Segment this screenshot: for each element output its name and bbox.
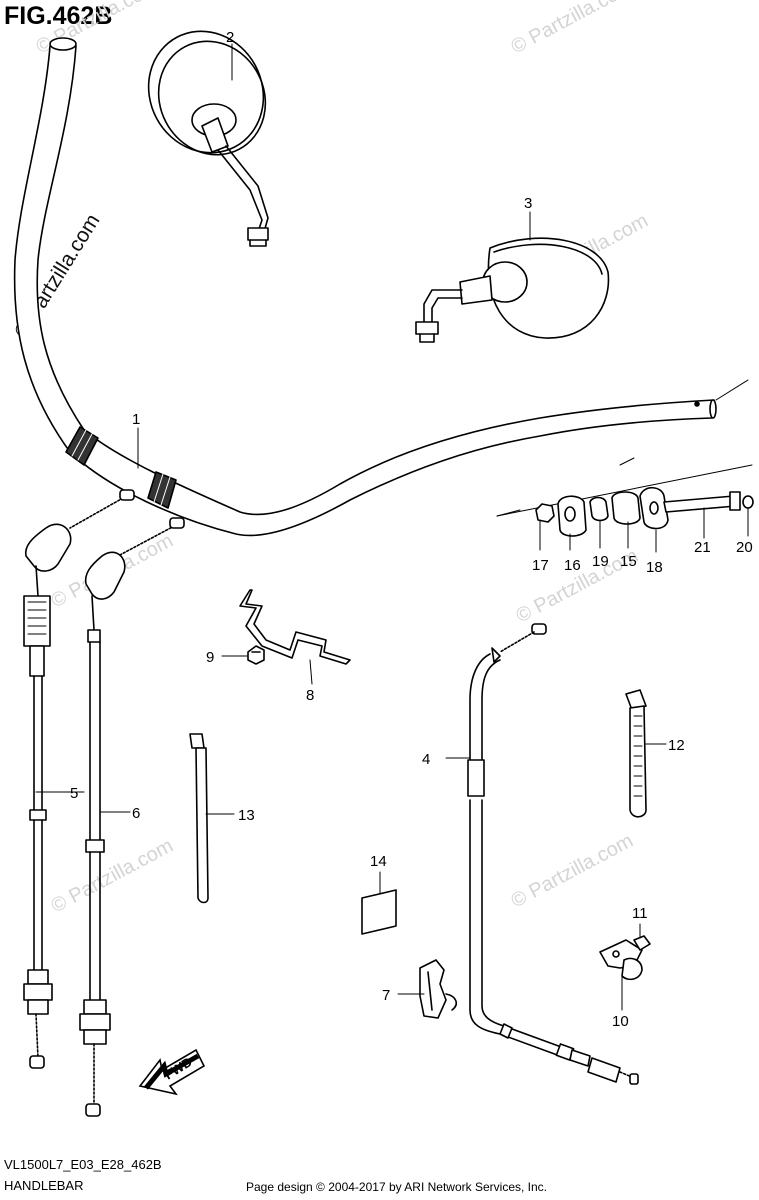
grip-knurl-left: [65, 426, 99, 466]
part-15-weight: [611, 491, 641, 525]
callout-17: 17: [532, 557, 549, 574]
callout-16: 16: [564, 557, 581, 574]
handlebar: [13, 37, 753, 537]
page-credit: Page design © 2004-2017 by ARI Network S…: [246, 1180, 548, 1194]
bolt: [633, 935, 651, 951]
mirror-right: [415, 237, 610, 343]
balancer-weight-assembly: [535, 486, 754, 537]
wire-guide: [239, 589, 351, 665]
caution-label: [361, 889, 397, 935]
throttle-cable-no2: [79, 517, 185, 1117]
callout-10: 10: [612, 1013, 629, 1030]
callout-6: 6: [132, 805, 140, 822]
callout-12: 12: [668, 737, 685, 754]
forward-arrow: FWD: [138, 1048, 206, 1096]
callout-2: 2: [226, 29, 234, 46]
callout-numbers: 1 2 3 4 5 6 7 8 9 10 11 12 13 14 15 16 1…: [70, 29, 753, 1030]
leader-lines: [35, 43, 749, 1011]
clutch-cable: [467, 623, 639, 1085]
part-20-washer: [742, 495, 754, 509]
part-19-spacer: [589, 496, 609, 522]
callout-19: 19: [592, 553, 609, 570]
callout-5: 5: [70, 785, 78, 802]
callout-14: 14: [370, 853, 387, 870]
cable-tie-small: [189, 733, 209, 904]
part-17-nut: [535, 503, 555, 523]
callout-11: 11: [632, 905, 648, 922]
callout-1: 1: [132, 411, 140, 428]
mirror-left: [147, 30, 269, 247]
callout-18: 18: [646, 559, 663, 576]
figure-title: FIG.462B: [4, 2, 113, 30]
diagram-name: HANDLEBAR: [4, 1178, 84, 1193]
callout-7: 7: [382, 987, 390, 1004]
throttle-cable-no1: [23, 489, 135, 1069]
part-21-bolt: [663, 495, 737, 513]
cable-clamp: [419, 959, 458, 1019]
callout-8: 8: [306, 687, 314, 704]
diagram-code: VL1500L7_E03_E28_462B: [4, 1157, 162, 1172]
callout-15: 15: [620, 553, 637, 570]
callout-20: 20: [736, 539, 753, 556]
screw: [247, 645, 265, 665]
callout-21: 21: [694, 539, 711, 556]
cable-tie-large: [625, 689, 647, 818]
callout-4: 4: [422, 751, 430, 768]
grip-knurl-right: [147, 471, 177, 509]
callout-9: 9: [206, 649, 214, 666]
callout-3: 3: [524, 195, 532, 212]
clamp-bracket: [599, 939, 643, 981]
callout-13: 13: [238, 807, 255, 824]
